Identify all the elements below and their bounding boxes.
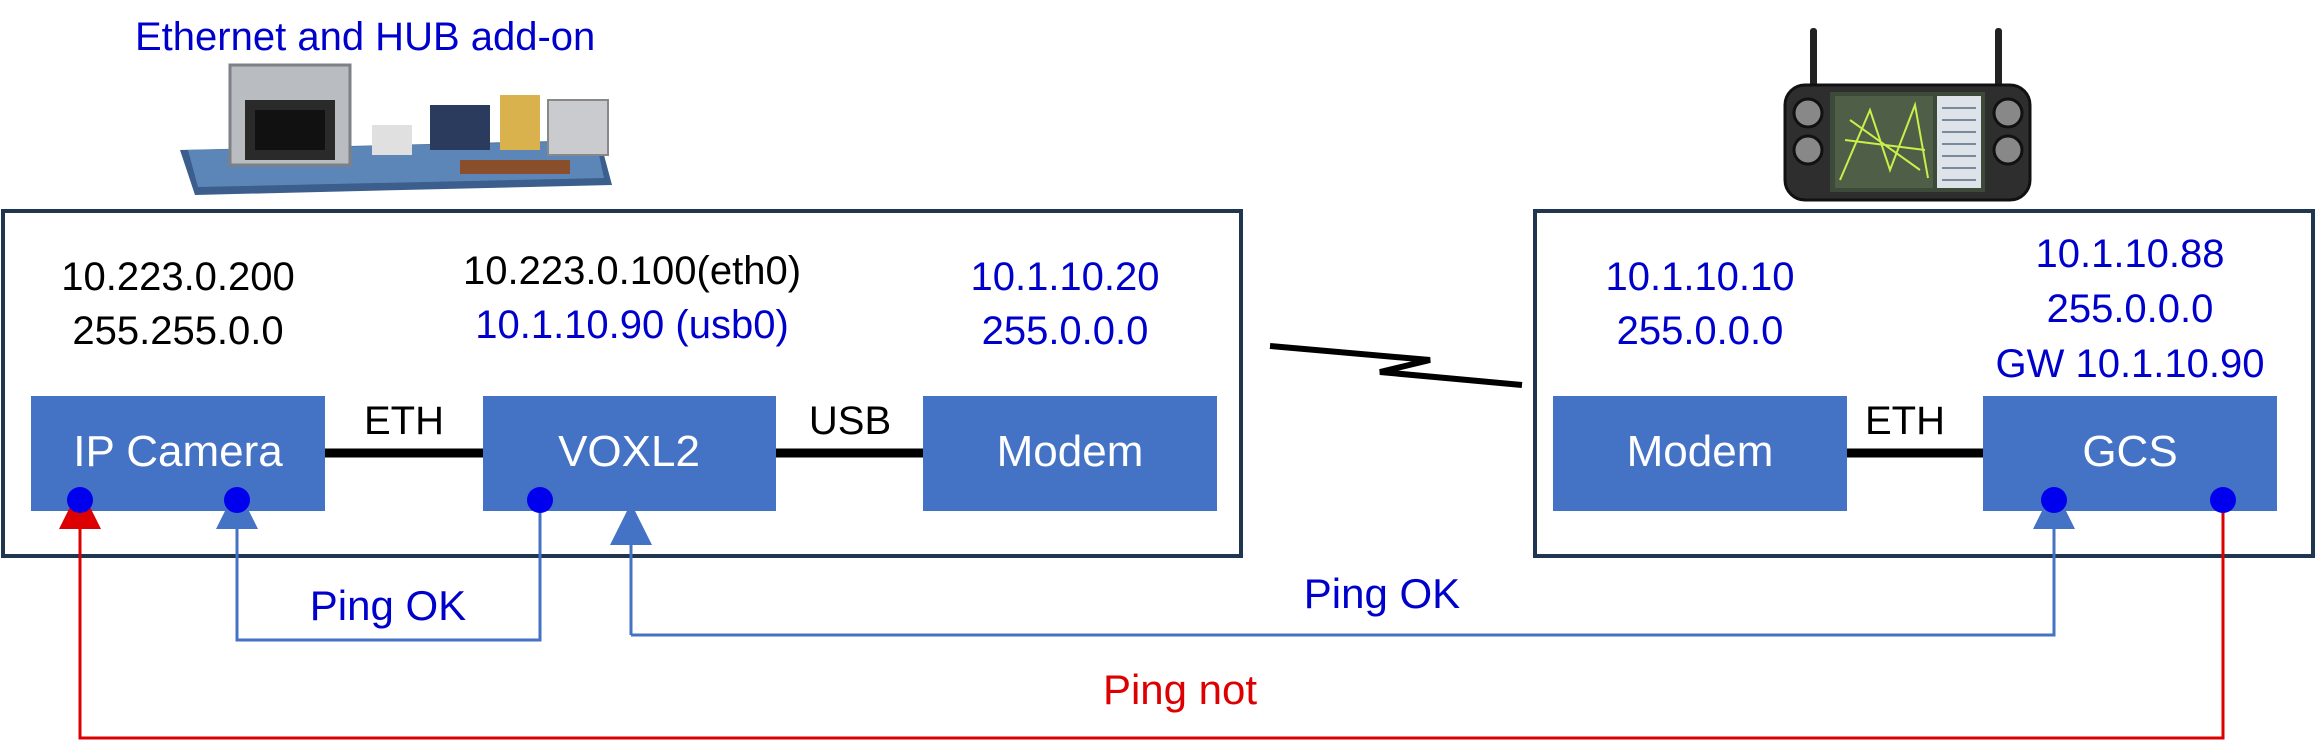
gcs-port-left <box>2041 487 2067 513</box>
radio-link-icon <box>1269 343 1523 388</box>
usb-link-label: USB <box>809 399 891 443</box>
ground-controller-icon <box>1783 28 2032 202</box>
ping-ok-local-label: Ping OK <box>310 582 466 629</box>
voxl2-usb-ip: 10.1.10.90 (usb0) <box>475 303 789 347</box>
drone-modem-ip: 10.1.10.20 <box>970 255 1159 299</box>
diagram-title: Ethernet and HUB add-on <box>135 15 595 59</box>
ground-modem-label: Modem <box>1627 427 1774 476</box>
ping-ok-remote-label: Ping OK <box>1304 570 1460 617</box>
ground-modem-ip: 10.1.10.10 <box>1605 255 1794 299</box>
drone-modem-mask: 255.0.0.0 <box>982 309 1149 353</box>
ip-camera-port-left <box>67 487 93 513</box>
ping-ok-remote-path <box>631 487 2075 637</box>
ping-not-path <box>59 487 2225 740</box>
gcs-port-right <box>2210 487 2236 513</box>
voxl2-label: VOXL2 <box>558 427 700 476</box>
eth-link-label: ETH <box>364 399 444 443</box>
drone-modem-label: Modem <box>997 427 1144 476</box>
gcs-gateway: GW 10.1.10.90 <box>1995 342 2264 386</box>
ip-camera-label: IP Camera <box>73 427 283 476</box>
ip-camera-ip: 10.223.0.200 <box>61 255 295 299</box>
voxl2-node[interactable]: VOXL2 <box>483 396 776 511</box>
drone-side-group <box>1 209 1243 558</box>
ground-modem-node[interactable]: Modem <box>1553 396 1847 511</box>
ground-side-group <box>1533 209 2315 558</box>
ip-camera-node[interactable]: IP Camera <box>31 396 325 511</box>
gcs-ip: 10.1.10.88 <box>2035 232 2224 276</box>
gcs-label: GCS <box>2082 427 2177 476</box>
ground-modem-mask: 255.0.0.0 <box>1617 309 1784 353</box>
ping-ok-local-path <box>216 487 542 642</box>
ip-camera-mask: 255.255.0.0 <box>72 309 283 353</box>
voxl2-port <box>527 487 553 513</box>
voxl2-eth-ip: 10.223.0.100(eth0) <box>463 249 801 293</box>
ping-not-label: Ping not <box>1103 666 1257 713</box>
ip-camera-port-right <box>224 487 250 513</box>
ground-eth-link-label: ETH <box>1865 399 1945 443</box>
ethernet-hub-board-icon <box>180 63 612 195</box>
drone-modem-node[interactable]: Modem <box>923 396 1217 511</box>
gcs-mask: 255.0.0.0 <box>2047 287 2214 331</box>
